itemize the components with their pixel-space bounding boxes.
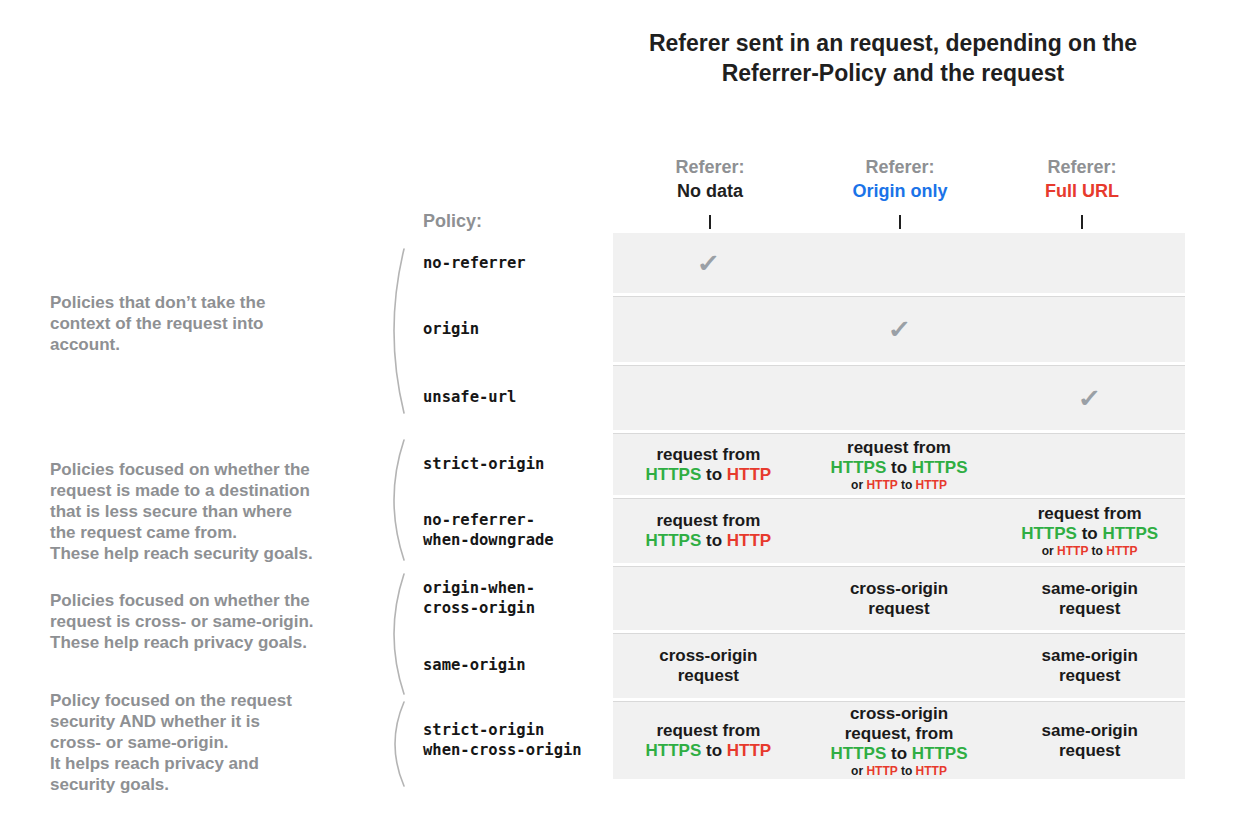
table-row: request fromHTTPS to HTTPrequest fromHTT… (613, 433, 1185, 495)
cell-text-line: or HTTP to HTTP (851, 478, 947, 492)
group-bracket-icon (384, 246, 406, 416)
table-cell: same-originrequest (994, 702, 1185, 779)
cell-text-line: cross-origin (850, 579, 948, 599)
group-note-security: Policies focused on whether the request … (50, 459, 395, 564)
cell-text-segment: to (898, 764, 916, 778)
table-cell: same-originrequest (994, 634, 1185, 698)
table-row: cross-originrequestsame-originrequest (613, 633, 1185, 698)
table-cell (613, 567, 804, 630)
cell-text-segment: request from (847, 438, 951, 457)
table-cell (613, 297, 804, 362)
group-note-privacy: Policies focused on whether the request … (50, 590, 395, 653)
cell-text-segment: request (678, 666, 739, 685)
table-cell: request fromHTTPS to HTTP (613, 499, 804, 563)
table-cell: request fromHTTPS to HTTP (613, 702, 804, 779)
cell-text-segment: or (851, 764, 866, 778)
referer-table: ✓✓✓request fromHTTPS to HTTPrequest from… (613, 0, 1185, 836)
table-cell: request fromHTTPS to HTTPSor HTTP to HTT… (994, 499, 1185, 563)
cell-text-line: same-origin (1042, 646, 1138, 666)
cell-text-segment: request (1059, 666, 1120, 685)
cell-text-segment: HTTPS (912, 458, 968, 477)
cell-text-segment: HTTPS (831, 744, 887, 763)
cell-text-segment: or (851, 478, 866, 492)
cell-text-segment: or (1042, 544, 1057, 558)
cell-text-segment: HTTPS (1102, 524, 1158, 543)
cell-text-segment: HTTPS (646, 531, 702, 550)
cell-text-segment: same-origin (1042, 646, 1138, 665)
cell-text-segment: HTTP (1057, 544, 1088, 558)
cell-text-line: request from (656, 511, 760, 531)
cell-text-line: request (1059, 599, 1120, 619)
policy-unsafe-url: unsafe-url (423, 387, 516, 407)
cell-text-line: HTTPS to HTTPS (831, 744, 968, 764)
cell-text-segment: HTTPS (1021, 524, 1077, 543)
table-cell: ✓ (613, 233, 804, 293)
cell-text-line: request from (847, 438, 951, 458)
cell-text-segment: request (868, 599, 929, 618)
cell-text-segment: same-origin (1042, 721, 1138, 740)
cell-text-segment: request from (656, 445, 760, 464)
group-note-context: Policies that don’t take the context of … (50, 292, 395, 355)
cell-text-segment: HTTP (727, 741, 771, 760)
cell-text-segment: HTTP (916, 478, 947, 492)
cell-text-segment: cross-origin (850, 704, 948, 723)
cell-text-segment: cross-origin (659, 646, 757, 665)
group-note-privacy-security: Policy focused on the request security A… (50, 690, 395, 795)
cell-text-line: cross-origin (850, 704, 948, 724)
cell-text-line: request from (656, 445, 760, 465)
cell-text-segment: to (898, 478, 916, 492)
cell-text-segment: request, from (845, 724, 954, 743)
cell-text-line: HTTPS to HTTP (646, 531, 772, 551)
table-cell: request fromHTTPS to HTTP (613, 434, 804, 495)
policy-origin: origin (423, 319, 479, 339)
table-cell: ✓ (804, 297, 995, 362)
cell-text-segment: HTTP (727, 465, 771, 484)
cell-text-line: HTTPS to HTTPS (1021, 524, 1158, 544)
table-row: ✓ (613, 233, 1185, 293)
cell-text-line: same-origin (1042, 579, 1138, 599)
cell-text-segment: HTTPS (912, 744, 968, 763)
table-row: request fromHTTPS to HTTP cross-originreq… (613, 701, 1185, 779)
table-cell (804, 366, 995, 430)
cell-text-line: request (678, 666, 739, 686)
table-cell: same-originrequest (994, 567, 1185, 630)
cell-text-line: request (868, 599, 929, 619)
table-row: cross-originrequestsame-originrequest (613, 566, 1185, 630)
policy-no-referrer-when-downgrade: no-referrer- when-downgrade (423, 510, 554, 550)
cell-text-segment: to (1088, 544, 1106, 558)
policy-no-referrer: no-referrer (423, 253, 526, 273)
cell-text-segment: HTTPS (646, 465, 702, 484)
cell-text-segment: HTTP (1106, 544, 1137, 558)
table-cell: ✓ (994, 366, 1185, 430)
cell-text-segment: to (701, 741, 727, 760)
policy-column-label: Policy: (423, 211, 482, 232)
group-bracket-icon (384, 699, 406, 789)
policy-same-origin: same-origin (423, 655, 526, 675)
cell-text-segment: HTTP (866, 478, 897, 492)
cell-text-segment: HTTP (727, 531, 771, 550)
cell-text-line: request from (1038, 504, 1142, 524)
group-bracket-icon (384, 437, 406, 563)
table-cell (804, 499, 995, 563)
table-cell: request fromHTTPS to HTTPSor HTTP to HTT… (804, 434, 995, 495)
cell-text-segment: to (701, 531, 727, 550)
table-cell (994, 233, 1185, 293)
policy-strict-origin: strict-origin (423, 454, 544, 474)
cell-text-segment: HTTPS (646, 741, 702, 760)
table-row: ✓ (613, 296, 1185, 362)
cell-text-segment: HTTP (916, 764, 947, 778)
cell-text-segment: to (886, 744, 912, 763)
cell-text-segment: request from (656, 511, 760, 530)
cell-text-line: HTTPS to HTTPS (831, 458, 968, 478)
cell-text-segment: to (701, 465, 727, 484)
table-cell (994, 297, 1185, 362)
cell-text-line: request, from (845, 724, 954, 744)
cell-text-line: cross-origin (659, 646, 757, 666)
cell-text-segment: cross-origin (850, 579, 948, 598)
cell-text-segment: request from (1038, 504, 1142, 523)
table-cell (804, 233, 995, 293)
cell-text-segment: to (886, 458, 912, 477)
cell-text-line: HTTPS to HTTP (646, 741, 772, 761)
table-cell: cross-originrequest, fromHTTPS to HTTPSo… (804, 702, 995, 779)
